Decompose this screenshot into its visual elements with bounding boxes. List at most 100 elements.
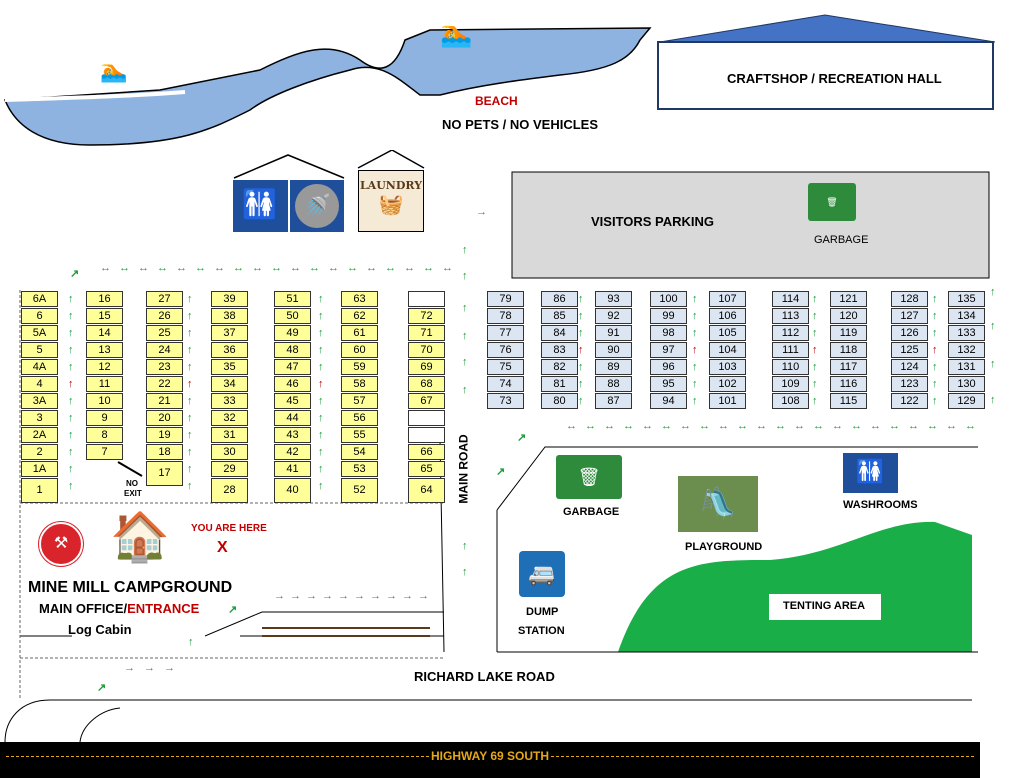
campsite-58[interactable]: 58	[341, 376, 378, 392]
campsite-66[interactable]: 66	[408, 444, 445, 460]
campsite-81[interactable]: 81	[541, 376, 578, 392]
campsite-122[interactable]: 122	[891, 393, 928, 409]
campsite-51[interactable]: 51	[274, 291, 311, 307]
campsite-123[interactable]: 123	[891, 376, 928, 392]
campsite-94[interactable]: 94	[650, 393, 687, 409]
campsite-74[interactable]: 74	[487, 376, 524, 392]
campsite-110[interactable]: 110	[772, 359, 809, 375]
campsite-4A[interactable]: 4A	[21, 359, 58, 375]
campsite-129[interactable]: 129	[948, 393, 985, 409]
campsite-9[interactable]: 9	[86, 410, 123, 426]
campsite-40[interactable]: 40	[274, 478, 311, 503]
campsite-2A[interactable]: 2A	[21, 427, 58, 443]
campsite-134[interactable]: 134	[948, 308, 985, 324]
campsite-6[interactable]: 6	[21, 308, 58, 324]
campsite-14[interactable]: 14	[86, 325, 123, 341]
campsite-97[interactable]: 97	[650, 342, 687, 358]
campsite-131[interactable]: 131	[948, 359, 985, 375]
campsite-128[interactable]: 128	[891, 291, 928, 307]
campsite-105[interactable]: 105	[709, 325, 746, 341]
campsite-46[interactable]: 46	[274, 376, 311, 392]
campsite-35[interactable]: 35	[211, 359, 248, 375]
campsite-16[interactable]: 16	[86, 291, 123, 307]
campsite-120[interactable]: 120	[830, 308, 867, 324]
campsite-77[interactable]: 77	[487, 325, 524, 341]
campsite-52[interactable]: 52	[341, 478, 378, 503]
campsite-104[interactable]: 104	[709, 342, 746, 358]
campsite-19[interactable]: 19	[146, 427, 183, 443]
campsite-13[interactable]: 13	[86, 342, 123, 358]
campsite-98[interactable]: 98	[650, 325, 687, 341]
campsite-17[interactable]: 17	[146, 461, 183, 486]
campsite-55[interactable]: 55	[341, 427, 378, 443]
campsite-2[interactable]: 2	[21, 444, 58, 460]
campsite-54[interactable]: 54	[341, 444, 378, 460]
campsite-22[interactable]: 22	[146, 376, 183, 392]
campsite-80[interactable]: 80	[541, 393, 578, 409]
campsite-76[interactable]: 76	[487, 342, 524, 358]
campsite-109[interactable]: 109	[772, 376, 809, 392]
campsite-107[interactable]: 107	[709, 291, 746, 307]
campsite-101[interactable]: 101	[709, 393, 746, 409]
campsite-69[interactable]: 69	[408, 359, 445, 375]
campsite-116[interactable]: 116	[830, 376, 867, 392]
campsite-42[interactable]: 42	[274, 444, 311, 460]
campsite-11[interactable]: 11	[86, 376, 123, 392]
campsite-95[interactable]: 95	[650, 376, 687, 392]
campsite-103[interactable]: 103	[709, 359, 746, 375]
campsite-37[interactable]: 37	[211, 325, 248, 341]
campsite-28[interactable]: 28	[211, 478, 248, 503]
campsite-3[interactable]: 3	[21, 410, 58, 426]
campsite-84[interactable]: 84	[541, 325, 578, 341]
campsite-83[interactable]: 83	[541, 342, 578, 358]
campsite-106[interactable]: 106	[709, 308, 746, 324]
campsite-39[interactable]: 39	[211, 291, 248, 307]
campsite-102[interactable]: 102	[709, 376, 746, 392]
campsite-73[interactable]: 73	[487, 393, 524, 409]
campsite-45[interactable]: 45	[274, 393, 311, 409]
campsite-36[interactable]: 36	[211, 342, 248, 358]
campsite-71[interactable]: 71	[408, 325, 445, 341]
campsite-4[interactable]: 4	[21, 376, 58, 392]
campsite-60[interactable]: 60	[341, 342, 378, 358]
campsite-91[interactable]: 91	[595, 325, 632, 341]
campsite-56[interactable]: 56	[341, 410, 378, 426]
campsite-65[interactable]: 65	[408, 461, 445, 477]
campsite-47[interactable]: 47	[274, 359, 311, 375]
campsite-127[interactable]: 127	[891, 308, 928, 324]
campsite-53[interactable]: 53	[341, 461, 378, 477]
campsite-79[interactable]: 79	[487, 291, 524, 307]
campsite-112[interactable]: 112	[772, 325, 809, 341]
campsite-117[interactable]: 117	[830, 359, 867, 375]
campsite-68[interactable]: 68	[408, 376, 445, 392]
campsite-108[interactable]: 108	[772, 393, 809, 409]
campsite-23[interactable]: 23	[146, 359, 183, 375]
campsite-33[interactable]: 33	[211, 393, 248, 409]
campsite-57[interactable]: 57	[341, 393, 378, 409]
campsite-125[interactable]: 125	[891, 342, 928, 358]
campsite-1[interactable]: 1	[21, 478, 58, 503]
campsite-8[interactable]: 8	[86, 427, 123, 443]
campsite-25[interactable]: 25	[146, 325, 183, 341]
campsite-41[interactable]: 41	[274, 461, 311, 477]
campsite-63[interactable]: 63	[341, 291, 378, 307]
campsite-26[interactable]: 26	[146, 308, 183, 324]
campsite-82[interactable]: 82	[541, 359, 578, 375]
campsite-27[interactable]: 27	[146, 291, 183, 307]
campsite-31[interactable]: 31	[211, 427, 248, 443]
campsite-124[interactable]: 124	[891, 359, 928, 375]
campsite-24[interactable]: 24	[146, 342, 183, 358]
campsite-20[interactable]: 20	[146, 410, 183, 426]
campsite-121[interactable]: 121	[830, 291, 867, 307]
campsite-5A[interactable]: 5A	[21, 325, 58, 341]
campsite-86[interactable]: 86	[541, 291, 578, 307]
campsite-135[interactable]: 135	[948, 291, 985, 307]
campsite-70[interactable]: 70	[408, 342, 445, 358]
campsite-18[interactable]: 18	[146, 444, 183, 460]
campsite-44[interactable]: 44	[274, 410, 311, 426]
campsite-50[interactable]: 50	[274, 308, 311, 324]
campsite-132[interactable]: 132	[948, 342, 985, 358]
campsite-87[interactable]: 87	[595, 393, 632, 409]
campsite-133[interactable]: 133	[948, 325, 985, 341]
campsite-115[interactable]: 115	[830, 393, 867, 409]
